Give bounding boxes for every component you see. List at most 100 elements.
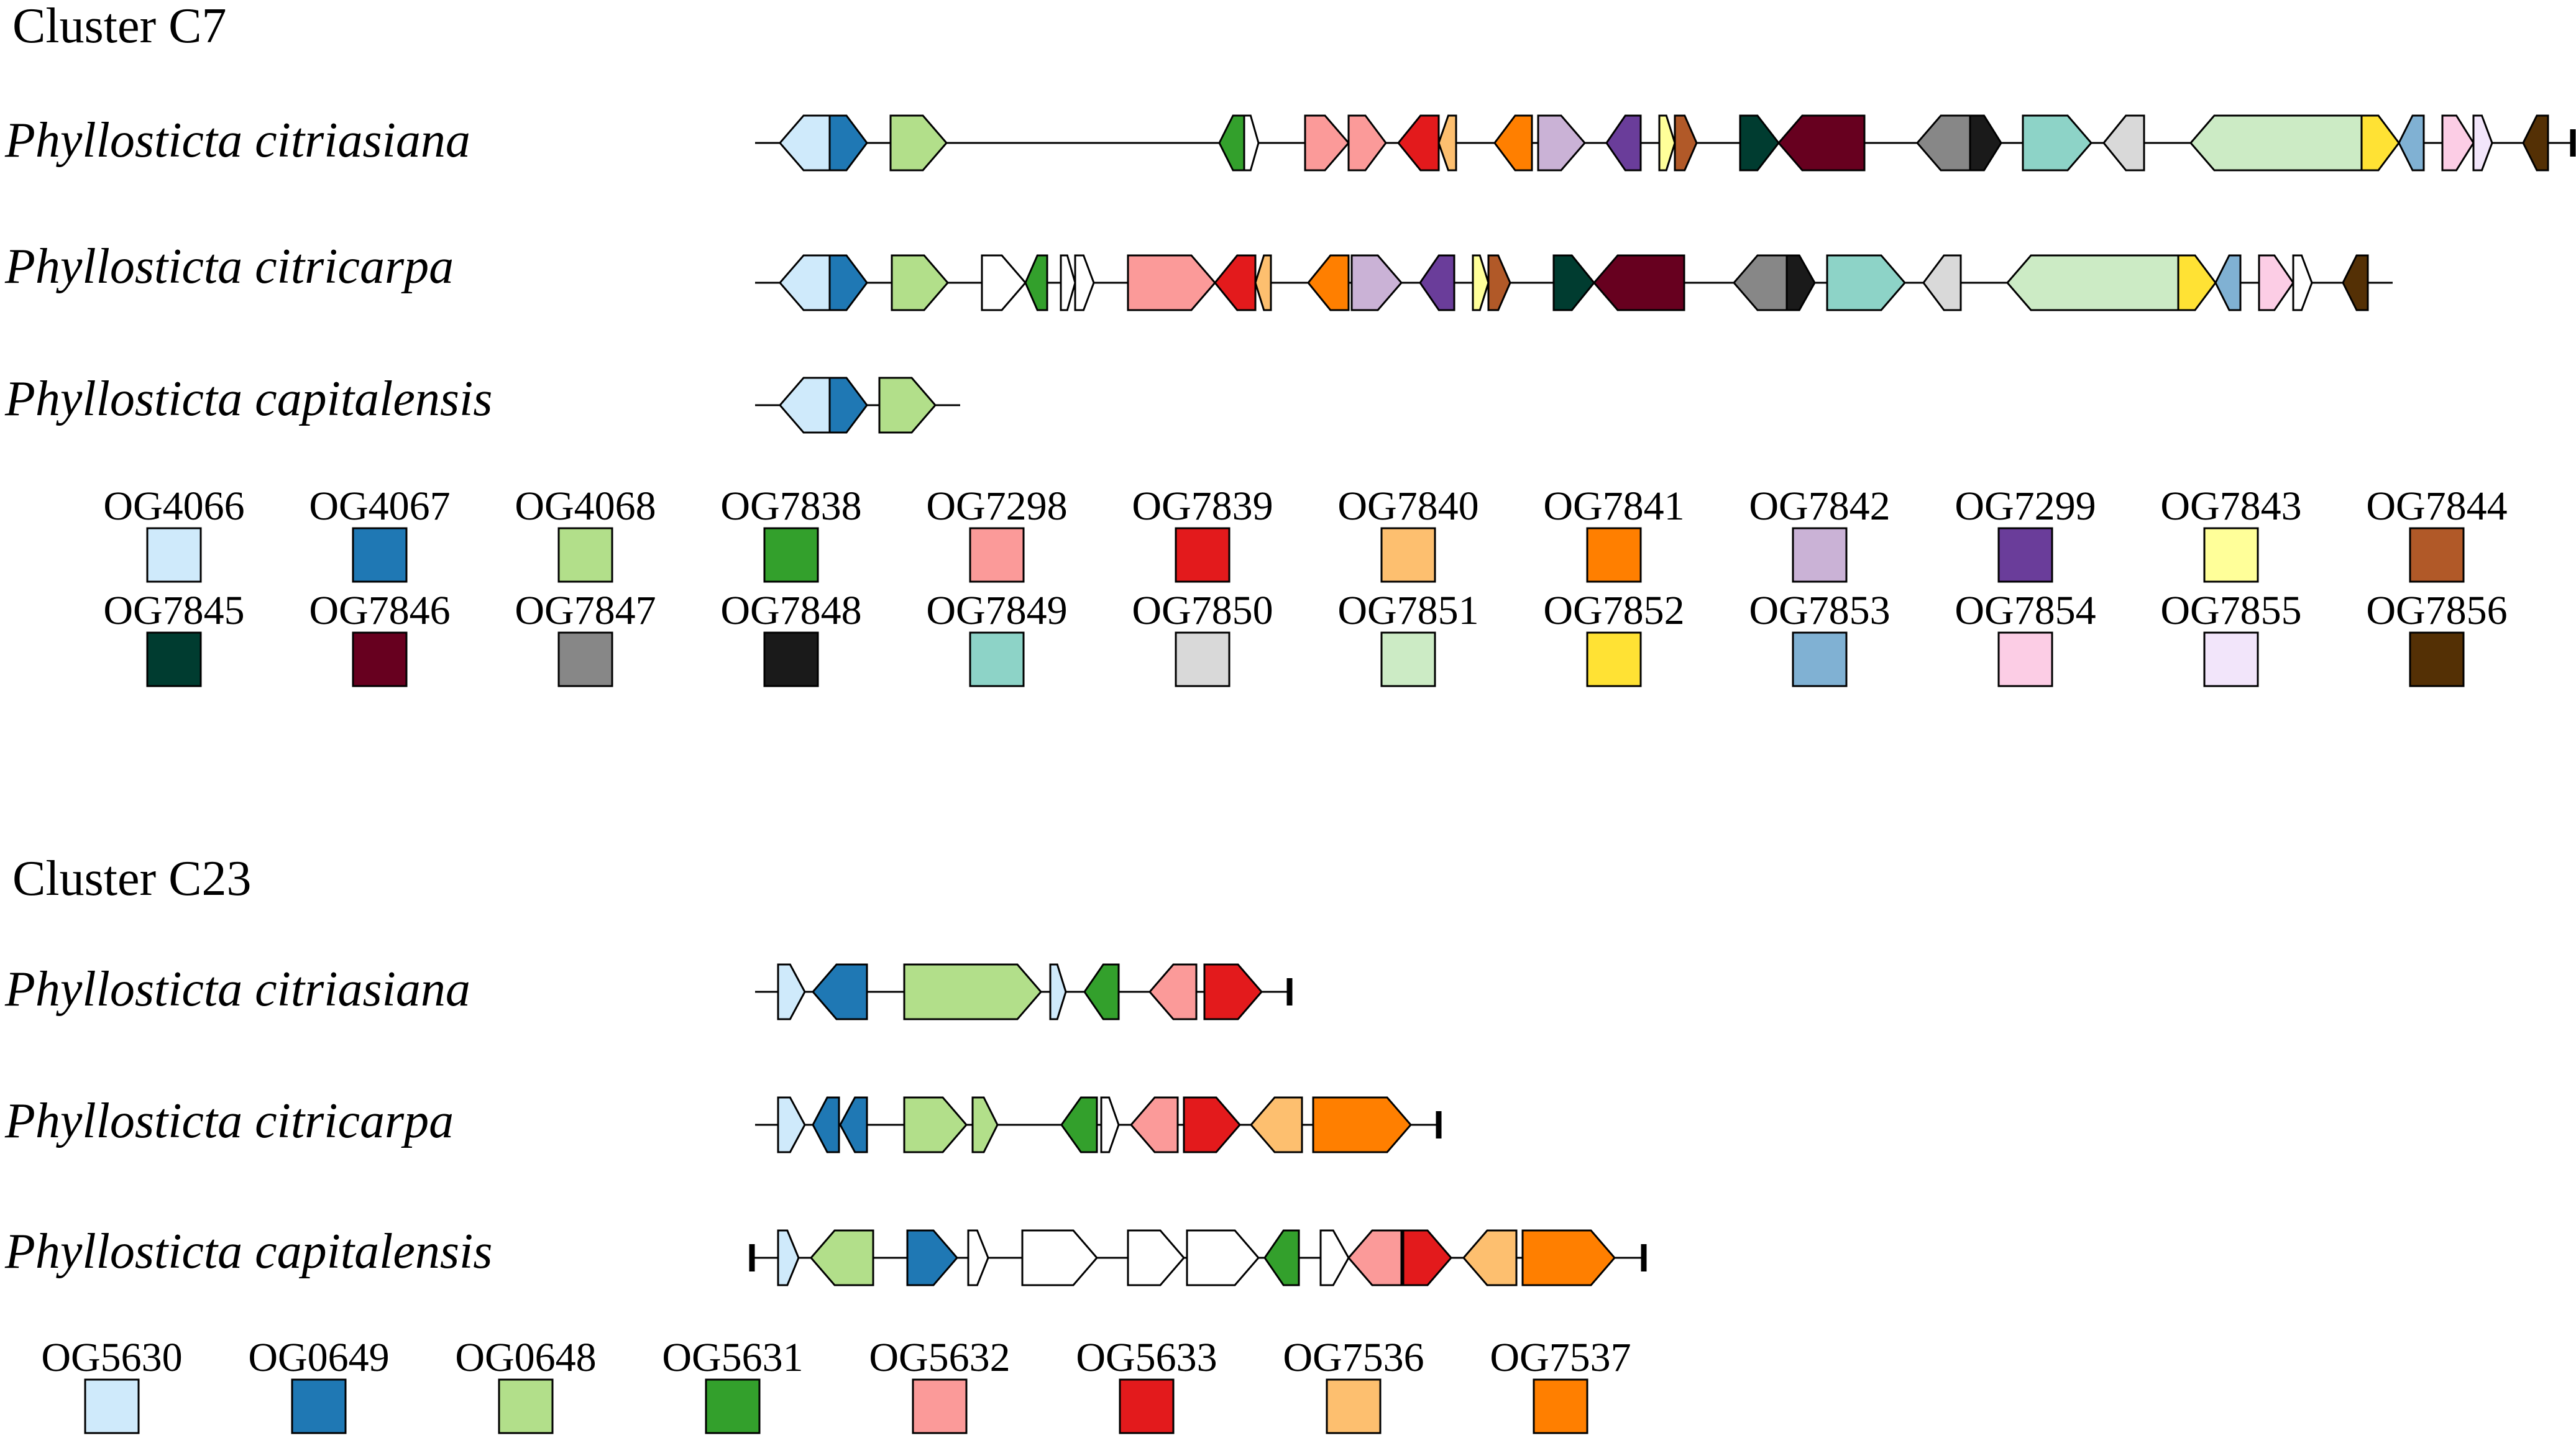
gene-arrow-og7851 <box>2189 114 2363 172</box>
gene-arrow-og5630 <box>777 1096 806 1153</box>
legend-label: OG7298 <box>926 483 1067 529</box>
legend-label: OG7537 <box>1490 1335 1631 1380</box>
legend-label: OG7839 <box>1132 483 1273 529</box>
gene-arrow-og7856 <box>2342 254 2369 311</box>
legend-swatch-og7298 <box>969 527 1025 583</box>
c7-track-capitalensis <box>755 377 960 434</box>
legend-label: OG0649 <box>248 1335 389 1380</box>
gene-arrow-og7849 <box>2022 114 2092 172</box>
legend-swatch-og5631 <box>705 1378 761 1434</box>
gene-arrow-og5630 <box>777 1229 800 1286</box>
legend-swatch-og7842 <box>1792 527 1848 583</box>
gene-arrow-og0649 <box>812 963 868 1020</box>
gene-arrow-og7854 <box>2258 254 2294 311</box>
legend-label: OG7536 <box>1283 1335 1424 1380</box>
gene-arrow-og0649 <box>906 1229 958 1286</box>
c23-track-capitalensis <box>749 1229 1647 1286</box>
gene-arrow-og7536 <box>1250 1096 1303 1153</box>
legend-label: OG7856 <box>2366 588 2507 633</box>
legend-label: OG7855 <box>2160 588 2301 633</box>
gene-arrow-og7841 <box>1307 254 1350 311</box>
gene-arrow-og5632 <box>1148 963 1198 1020</box>
gene-arrow-og4067 <box>828 254 868 311</box>
gene-arrow-unassigned <box>967 1229 989 1286</box>
gene-arrow-og7853 <box>2398 114 2425 172</box>
gene-arrow-og7856 <box>2522 114 2549 172</box>
gene-arrow-og7850 <box>2102 114 2145 172</box>
legend-swatch-og7537 <box>1533 1378 1588 1434</box>
gene-arrow-og4067 <box>828 377 868 434</box>
gene-arrow-og7537 <box>1521 1229 1616 1286</box>
gene-arrow-unassigned <box>981 254 1027 311</box>
gene-arrow-og7846 <box>1777 114 1866 172</box>
legend-label: OG7850 <box>1132 588 1273 633</box>
legend-swatch-og7848 <box>763 631 819 687</box>
legend-swatch-og7843 <box>2203 527 2259 583</box>
gene-arrow-og7854 <box>2441 114 2475 172</box>
gene-arrow-og7839 <box>1214 254 1257 311</box>
gene-arrow-unassigned <box>1060 254 1076 311</box>
gene-arrow-og7298 <box>1347 114 1387 172</box>
gene-arrow-og7838 <box>1218 114 1245 172</box>
legend-label: OG7847 <box>515 588 656 633</box>
gene-arrow-og7847 <box>1733 254 1788 311</box>
legend-swatch-og7844 <box>2409 527 2465 583</box>
legend-swatch-og7855 <box>2203 631 2259 687</box>
gene-arrow-og5633 <box>1402 1229 1452 1286</box>
gene-arrow-og7853 <box>2214 254 2242 311</box>
gene-arrow-og0649 <box>839 1096 868 1153</box>
legend-swatch-og7852 <box>1586 631 1642 687</box>
gene-arrow-og5631 <box>1083 963 1120 1020</box>
gene-arrow-og7298 <box>1127 254 1216 311</box>
gene-arrow-og7843 <box>1472 254 1490 311</box>
gene-arrow-og7843 <box>1658 114 1676 172</box>
gene-arrow-og7840 <box>1437 114 1457 172</box>
gene-arrow-og7852 <box>2177 254 2217 311</box>
gene-arrow-og7848 <box>1785 254 1816 311</box>
gene-arrow-og7536 <box>1462 1229 1518 1286</box>
legend-label: OG7849 <box>926 588 1067 633</box>
legend-swatch-og7847 <box>557 631 613 687</box>
legend-swatch-og7841 <box>1586 527 1642 583</box>
legend-label: OG7840 <box>1337 483 1478 529</box>
gene-arrow-og4066 <box>779 377 831 434</box>
legend-label: OG5632 <box>869 1335 1010 1380</box>
gene-arrow-og7840 <box>1254 254 1272 311</box>
gene-arrow-og7838 <box>1024 254 1048 311</box>
legend-swatch-og5632 <box>912 1378 968 1434</box>
gene-arrow-unassigned <box>1100 1096 1120 1153</box>
gene-arrow-og5630 <box>777 963 806 1020</box>
legend-label: OG7838 <box>720 483 861 529</box>
gene-arrow-unassigned <box>1021 1229 1098 1286</box>
legend-label: OG7844 <box>2366 483 2507 529</box>
gene-arrow-og0648 <box>810 1229 874 1286</box>
cluster-c7-title: Cluster C7 <box>12 0 226 53</box>
gene-arrow-og5633 <box>1183 1096 1241 1153</box>
legend-swatch-og4067 <box>352 527 408 583</box>
legend-label: OG7853 <box>1749 588 1890 633</box>
c23-species-citriasiana: Phyllosticta citriasiana <box>4 962 470 1017</box>
legend-label: OG5630 <box>41 1335 182 1380</box>
gene-arrow-og4068 <box>878 377 937 434</box>
gene-arrow-og7842 <box>1350 254 1403 311</box>
gene-arrow-og4066 <box>779 254 831 311</box>
gene-arrow-og5630 <box>1049 963 1067 1020</box>
c7-species-capitalensis: Phyllosticta capitalensis <box>4 372 492 426</box>
gene-arrow-og7299 <box>1605 114 1642 172</box>
legend-swatch-og7299 <box>1997 527 2053 583</box>
c23-track-citriasiana <box>755 963 1293 1020</box>
legend-label: OG7854 <box>1955 588 2096 633</box>
gene-arrow-og7852 <box>2360 114 2400 172</box>
legend-label: OG4067 <box>309 483 450 529</box>
legend-swatch-og7849 <box>969 631 1025 687</box>
c23-species-citricarpa: Phyllosticta citricarpa <box>4 1094 454 1148</box>
legend-swatch-og5633 <box>1119 1378 1175 1434</box>
gene-arrow-og7846 <box>1593 254 1685 311</box>
gene-arrow-og7299 <box>1419 254 1455 311</box>
gene-arrow-og7851 <box>2006 254 2180 311</box>
gene-arrow-og4066 <box>779 114 831 172</box>
gene-arrow-unassigned <box>1243 114 1260 172</box>
